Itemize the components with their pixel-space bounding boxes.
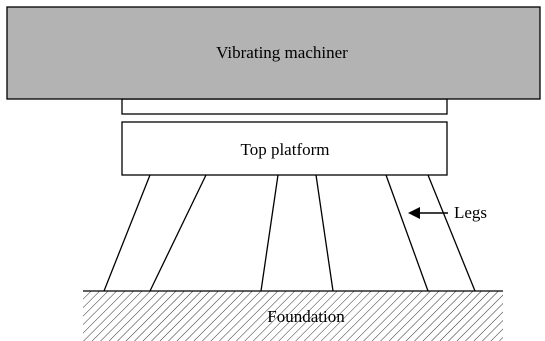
legs-annotation: Legs [408, 203, 487, 222]
foundation-hatch [83, 291, 503, 341]
leg-4 [315, 174, 334, 292]
top-platform-box [121, 121, 448, 176]
foundation-label: Foundation [267, 307, 345, 326]
top-platform: Top platform [121, 121, 448, 176]
leg-6 [427, 174, 476, 292]
leg-3 [260, 174, 279, 292]
vibrating-machine-label: Vibrating machiner [216, 43, 348, 62]
vibrating-machine: Vibrating machiner [6, 6, 541, 100]
legs-arrow-head [408, 207, 420, 219]
legs [103, 174, 476, 292]
leg-5 [385, 174, 429, 292]
leg-1 [103, 174, 151, 292]
leg-2 [149, 174, 207, 292]
legs-label: Legs [454, 203, 487, 222]
foundation: Foundation [83, 290, 503, 341]
top-platform-label: Top platform [241, 140, 330, 159]
mounting-pad [121, 98, 448, 115]
vibrating-machine-box [6, 6, 541, 100]
